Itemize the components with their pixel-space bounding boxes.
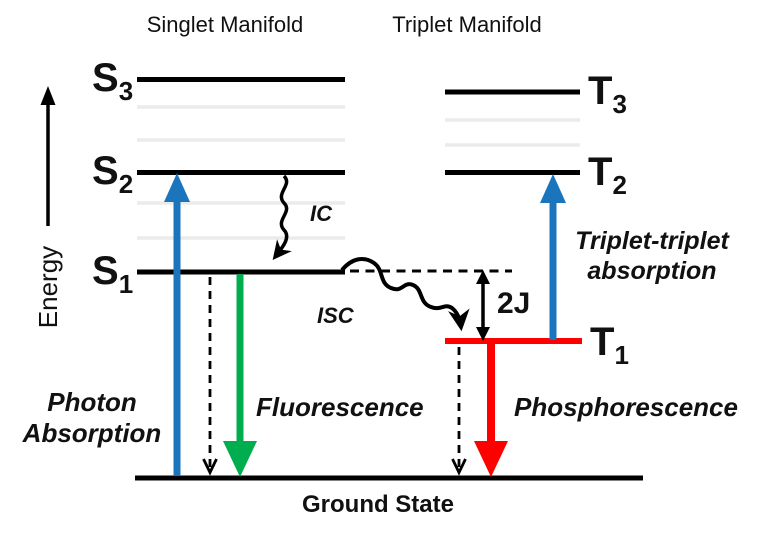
level-label-s3-sub: 3 bbox=[118, 76, 134, 106]
photon-absorption-label-line2: Absorption bbox=[22, 417, 162, 448]
nonradiative-decay-arrowhead-triplet-icon bbox=[451, 458, 467, 476]
exchange-splitting-label: 2J bbox=[497, 287, 531, 320]
level-label-s3-base: S bbox=[92, 56, 119, 100]
fluorescence-label: Fluorescence bbox=[256, 392, 424, 422]
triplet-manifold-title: Triplet Manifold bbox=[392, 12, 542, 37]
level-label-s2-base: S bbox=[92, 149, 119, 193]
isc-label: ISC bbox=[317, 303, 354, 328]
energy-axis-label: Energy bbox=[33, 245, 63, 329]
ic-label: IC bbox=[310, 201, 332, 226]
level-label-t2: T2 bbox=[588, 150, 627, 198]
triplet-triplet-absorption-label-line2: absorption bbox=[587, 256, 717, 285]
singlet-manifold-title: Singlet Manifold bbox=[146, 12, 304, 37]
nonradiative-decay-arrowhead-singlet-icon bbox=[202, 458, 218, 476]
level-label-s1: S1 bbox=[92, 249, 133, 297]
triplet-triplet-absorption-arrowhead-icon bbox=[540, 174, 566, 203]
exchange-splitting-arrowhead-down-icon bbox=[476, 327, 490, 341]
level-label-t2-sub: 2 bbox=[612, 170, 627, 200]
level-label-t3-base: T bbox=[588, 69, 613, 113]
ic-wavy-arrow bbox=[272, 174, 292, 260]
level-label-t2-base: T bbox=[588, 150, 613, 194]
level-label-t1-sub: 1 bbox=[614, 340, 629, 370]
level-label-s2: S2 bbox=[92, 149, 133, 197]
level-label-s1-sub: 1 bbox=[118, 269, 134, 299]
triplet-triplet-absorption-label-line1: Triplet-triplet bbox=[575, 227, 729, 255]
fluorescence-arrowhead-icon bbox=[223, 441, 257, 477]
energy-axis-arrowhead-icon bbox=[40, 86, 56, 105]
isc-wavy-arrow bbox=[340, 256, 470, 332]
level-label-s1-base: S bbox=[92, 249, 119, 293]
level-label-t1-base: T bbox=[590, 320, 615, 364]
level-label-t1: T1 bbox=[590, 320, 629, 368]
photon-absorption-arrowhead-icon bbox=[164, 173, 190, 202]
exchange-splitting-arrowhead-up-icon bbox=[476, 270, 490, 284]
phosphorescence-arrowhead-icon bbox=[474, 441, 508, 477]
photon-absorption-label: Photon Absorption bbox=[12, 387, 172, 448]
level-label-t3: T3 bbox=[588, 69, 627, 117]
level-label-s3: S3 bbox=[92, 56, 133, 104]
photon-absorption-label-line1: Photon bbox=[47, 387, 137, 417]
level-label-s2-sub: 2 bbox=[118, 169, 134, 199]
level-label-t3-sub: 3 bbox=[612, 89, 627, 119]
phosphorescence-label: Phosphorescence bbox=[514, 392, 738, 422]
ground-state-label: Ground State bbox=[301, 491, 454, 518]
triplet-triplet-absorption-label: Triplet-triplet absorption bbox=[552, 227, 752, 286]
